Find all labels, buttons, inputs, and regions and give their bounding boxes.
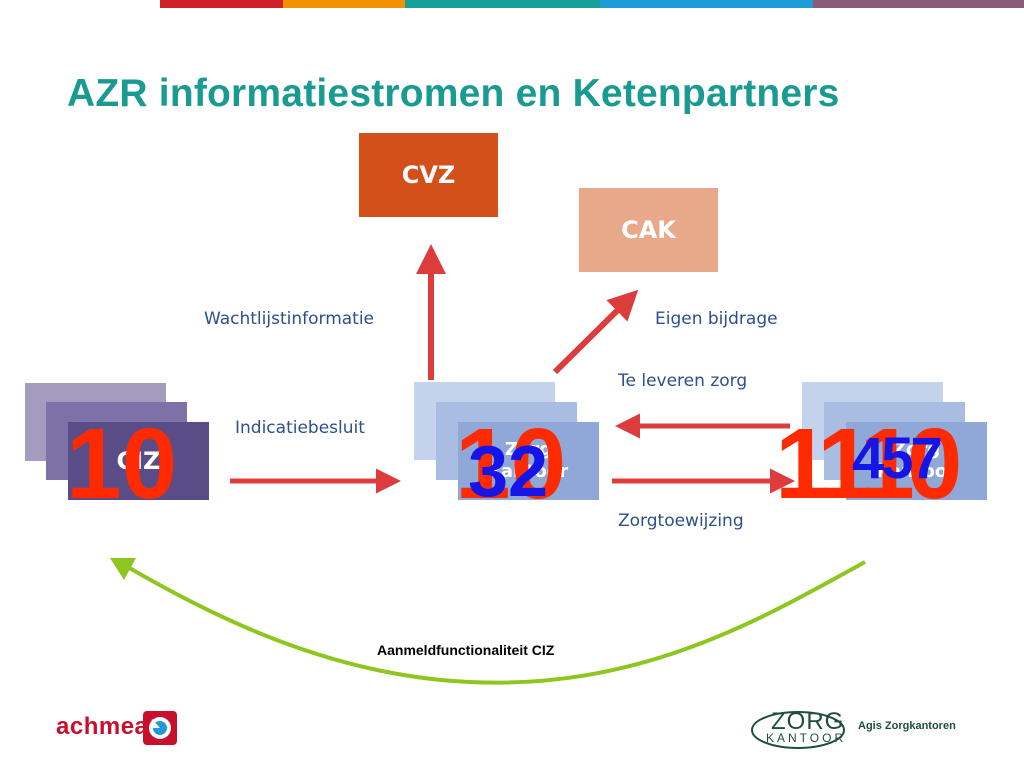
label-wachtlijstinformatie: Wachtlijstinformatie — [204, 309, 375, 329]
cvz-box: CVZ — [359, 133, 498, 217]
label-te-leveren-zorg: Te leveren zorg — [618, 371, 748, 391]
arrow-to-cak — [552, 289, 639, 375]
topbar-segment-orange — [283, 0, 405, 8]
achmea-logo-text: achmea — [56, 713, 149, 740]
zorgkantoor-logo-zorg: ZORG — [771, 708, 845, 735]
cvz-label: CVZ — [401, 161, 456, 189]
zorgkantoor-right-count-red: 1110 — [775, 408, 962, 520]
green-curved-arrow — [124, 560, 866, 685]
zorgkantoor-middle-box: Zorg kantoor — [458, 422, 599, 500]
zorgkantoor-right-label: Zorg kantoor — [876, 439, 957, 482]
zorgkantoor-middle-count-red: 10 — [455, 408, 567, 520]
zorgkantoor-right-box: Zorg kantoor — [846, 422, 987, 500]
label-zorgtoewijzing: Zorgtoewijzing — [618, 511, 744, 531]
topbar-segment-purple — [813, 0, 1024, 8]
zorgkantoor-right-count-blue: 457 — [852, 426, 943, 491]
ciz-count: 10 — [66, 408, 178, 520]
zorgkantoor-logo-kantoor: KANTOOR — [766, 731, 847, 745]
ciz-box: CIZ — [68, 422, 209, 500]
green-arrow-label: Aanmeldfunctionaliteit CIZ — [377, 642, 555, 658]
zorgkantoor-logo-icon — [751, 711, 845, 749]
cak-box: CAK — [579, 188, 718, 272]
cak-label: CAK — [621, 216, 676, 244]
topbar-segment-blue — [600, 0, 813, 8]
achmea-logo-icon — [143, 711, 177, 745]
label-indicatiebesluit: Indicatiebesluit — [235, 418, 365, 438]
topbar-segment-red — [160, 0, 283, 8]
agis-zorgkantoren-text: Agis Zorgkantoren — [858, 720, 956, 732]
zorgkantoor-middle-label: Zorg kantoor — [488, 439, 569, 482]
ciz-label: CIZ — [116, 447, 161, 475]
page-title: AZR informatiestromen en Ketenpartners — [67, 72, 840, 115]
zorgkantoor-middle-count-blue: 32 — [468, 432, 549, 512]
label-eigen-bijdrage: Eigen bijdrage — [655, 309, 778, 329]
green-arrowhead — [110, 558, 136, 580]
topbar-segment-teal — [405, 0, 600, 8]
